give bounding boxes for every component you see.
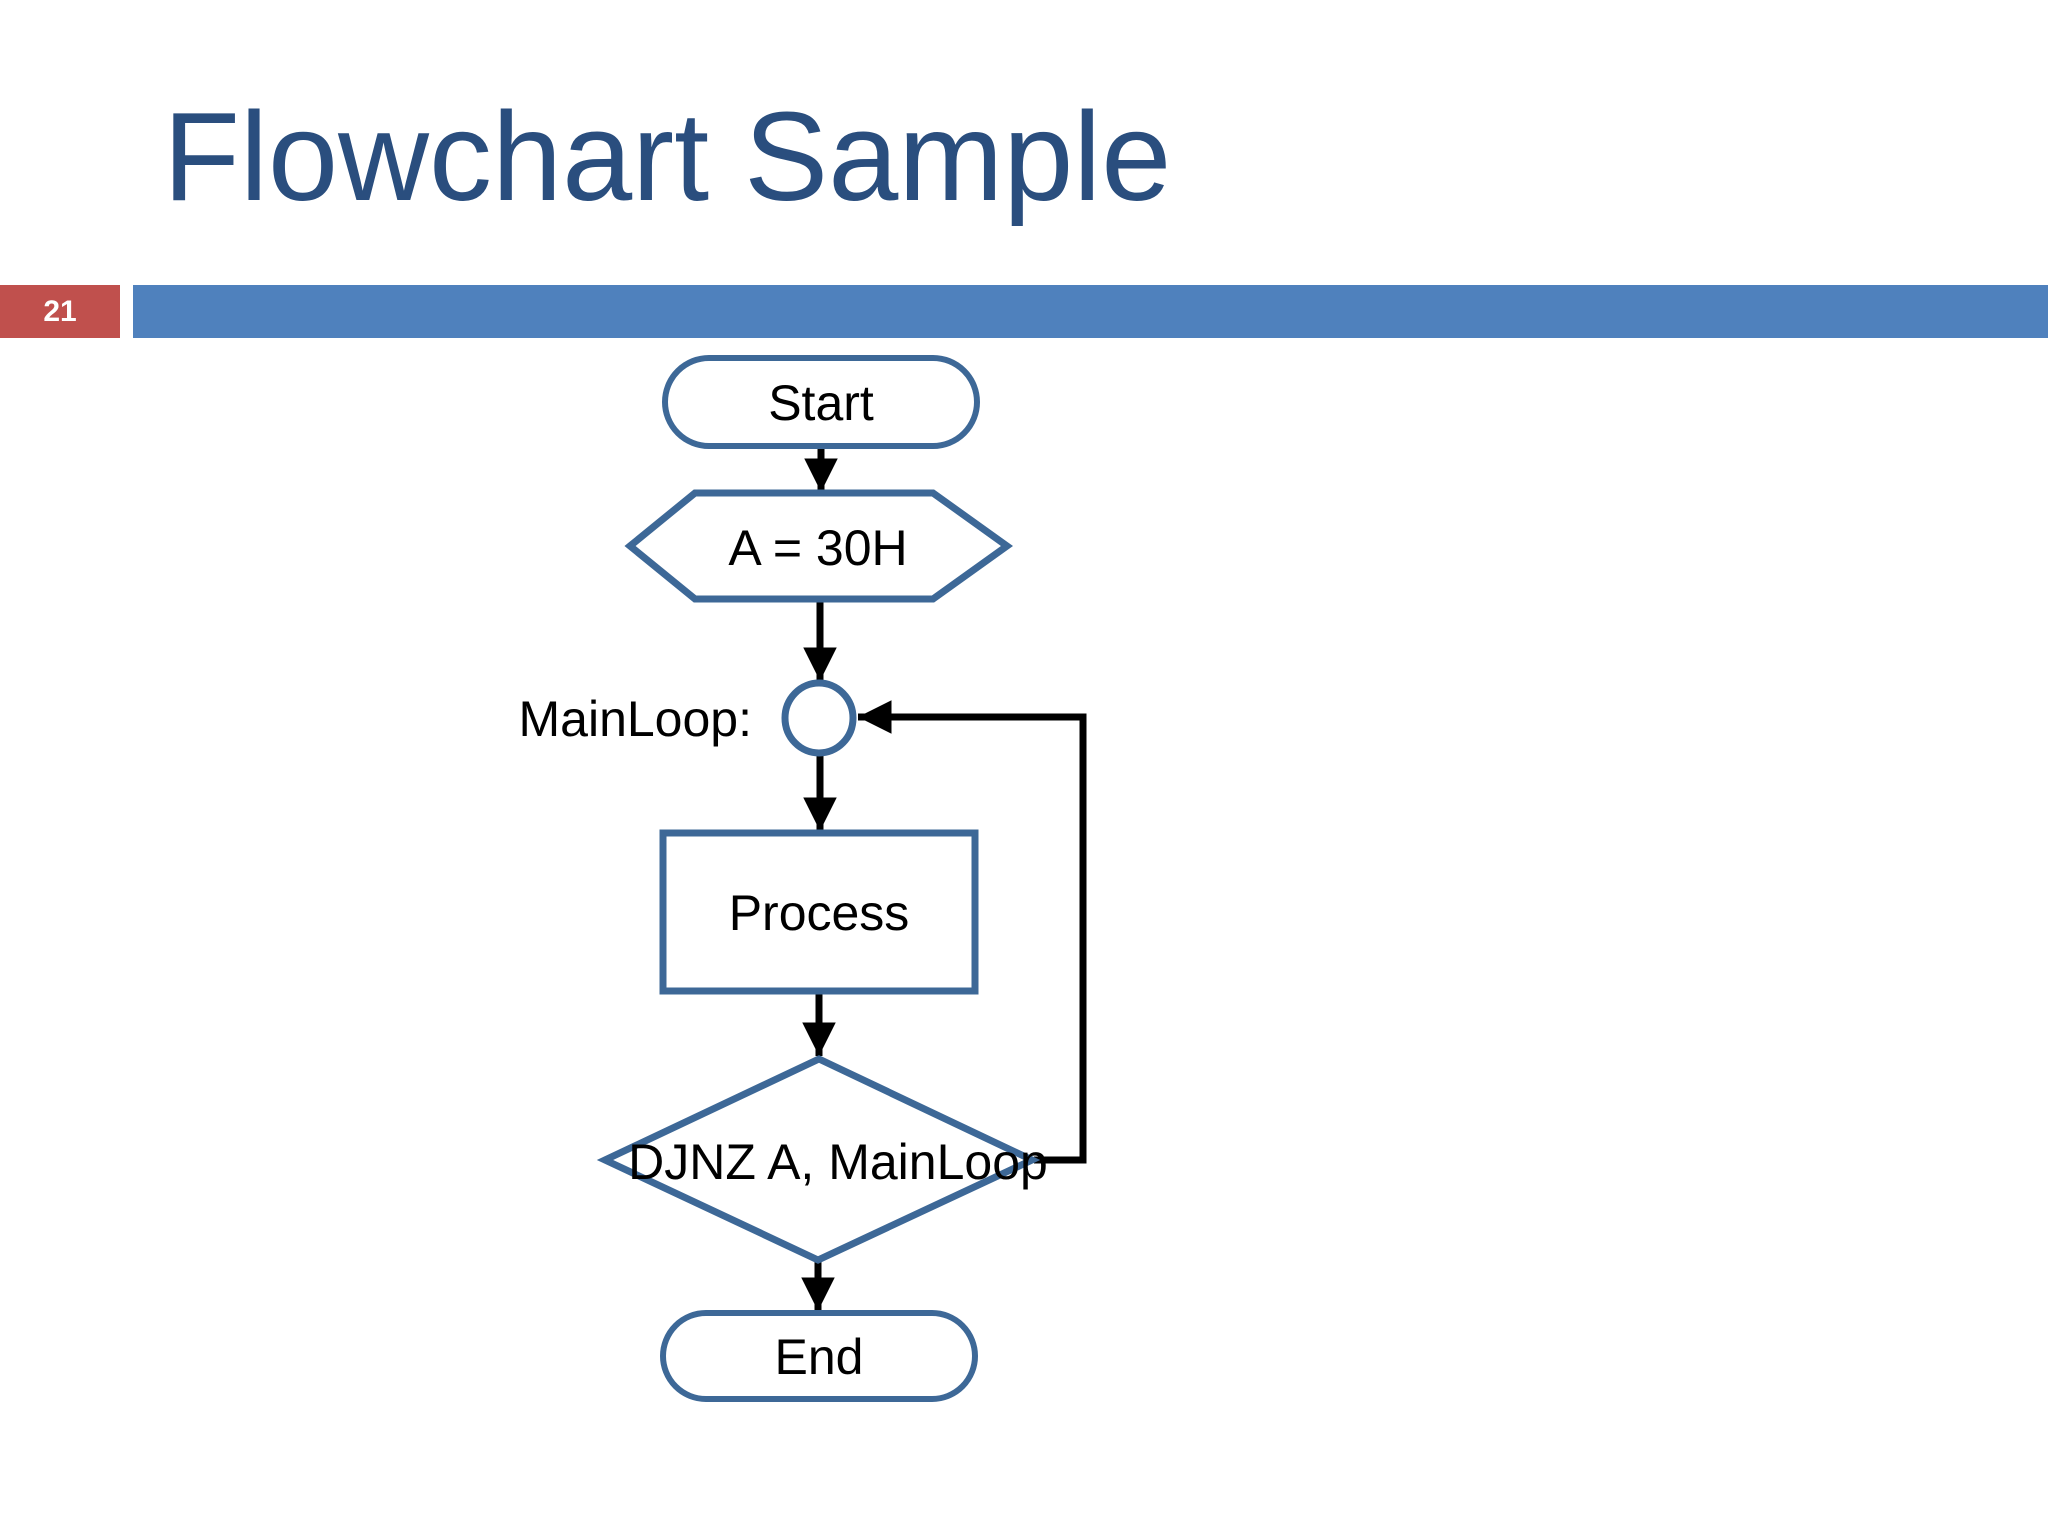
mainloop-side-label: MainLoop: — [518, 691, 753, 747]
node-preparation-hexagon — [624, 489, 1014, 603]
page-number-badge: 21 — [0, 285, 120, 338]
preparation-label: A = 30H — [728, 520, 908, 576]
node-junction-circle — [781, 679, 857, 757]
node-decision-diamond — [596, 1055, 1041, 1264]
accent-bar — [133, 285, 2048, 338]
node-end-terminator — [660, 1310, 978, 1402]
start-label: Start — [768, 375, 874, 431]
node-start-terminator — [662, 355, 980, 449]
connector-loop-back — [858, 700, 1087, 1164]
page-number: 21 — [43, 294, 77, 328]
slide-title: Flowchart Sample — [163, 86, 1172, 227]
process-label: Process — [728, 885, 910, 941]
decision-label: DJNZ A, MainLoop — [628, 1134, 1048, 1190]
node-process-rectangle — [659, 829, 979, 995]
end-label: End — [774, 1329, 864, 1385]
